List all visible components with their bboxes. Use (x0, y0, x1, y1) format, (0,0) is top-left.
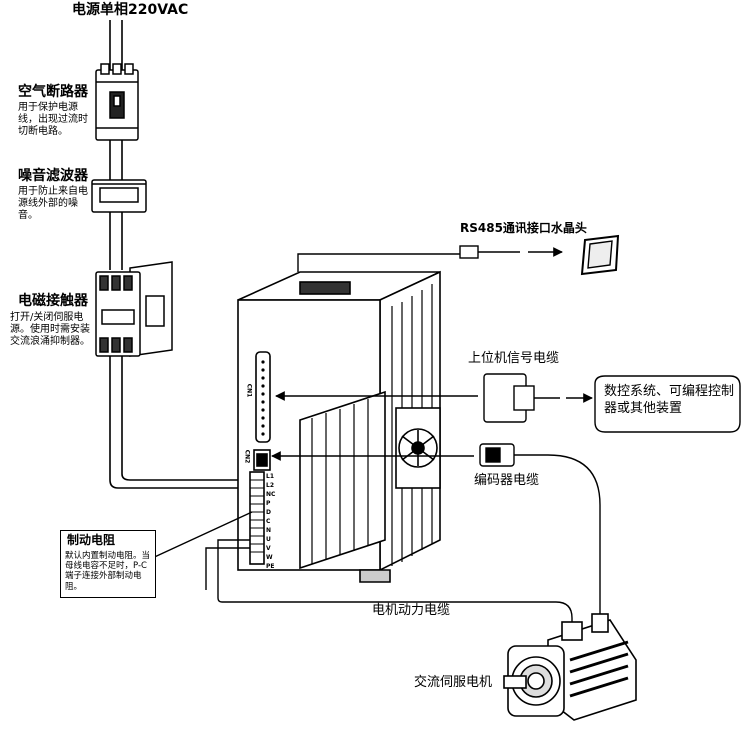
cn2-label: CN2 (243, 449, 251, 464)
noise-filter-desc: 用于防止来自电源线外部的噪音。 (18, 186, 88, 221)
contactor-shape (95, 261, 173, 357)
terminal-label-l1: L1 (266, 473, 274, 480)
power-source-label: 电源单相220VAC (72, 2, 189, 18)
brake-resistor-title: 制动电阻 (67, 533, 116, 547)
terminal-label-u: U (266, 536, 271, 543)
terminal-label-d: D (266, 509, 271, 516)
brake-pointer (147, 511, 253, 561)
brake-resistor-desc: 默认内置制动电阻。当母线电容不足时，P-C端子连接外部制动电阻。 (65, 551, 151, 592)
brake-resistor-callout: 制动电阻 默认内置制动电阻。当母线电容不足时，P-C端子连接外部制动电阻。 (60, 530, 156, 598)
servo-motor-shape (503, 613, 637, 721)
controller-label: 数控系统、可编程控制器或其他装置 (604, 384, 735, 416)
noise-filter-title: 噪音滤波器 (18, 168, 88, 184)
terminal-label-n: N (266, 527, 272, 534)
breaker-desc: 用于保护电源线，出现过流时切断电路。 (18, 102, 88, 137)
motor-cable-label: 电机动力电缆 (372, 603, 451, 618)
contactor-title: 电磁接触器 (18, 293, 88, 309)
host-cable-label: 上位机信号电缆 (468, 351, 560, 366)
terminal-label-nc: NC (266, 491, 276, 498)
encoder-cable-shapes (271, 443, 601, 620)
noise-filter-shape (91, 179, 147, 213)
terminal-label-w: W (266, 554, 273, 561)
rs485-label: RS485通讯接口水晶头 (460, 221, 587, 235)
host-cable-shapes (275, 373, 741, 433)
servo-drive-shape (237, 270, 441, 583)
encoder-cable-label: 编码器电缆 (474, 473, 540, 488)
contactor-desc: 打开/关闭伺服电源。使用时需安装交流浪涌抑制器。 (10, 312, 90, 347)
terminal-label-l2: L2 (266, 482, 274, 489)
motor-cable-shapes (205, 539, 573, 630)
power-wires (109, 20, 242, 489)
circuit-breaker-shape (95, 63, 139, 141)
cn1-label: CN1 (245, 383, 253, 398)
terminal-label-pe: PE (266, 563, 275, 570)
terminal-label-p: P (266, 500, 271, 507)
breaker-title: 空气断路器 (18, 84, 88, 100)
terminal-label-c: C (266, 518, 271, 525)
motor-label: 交流伺服电机 (414, 675, 493, 690)
rs485-shapes (297, 234, 620, 276)
terminal-label-v: V (266, 545, 271, 552)
